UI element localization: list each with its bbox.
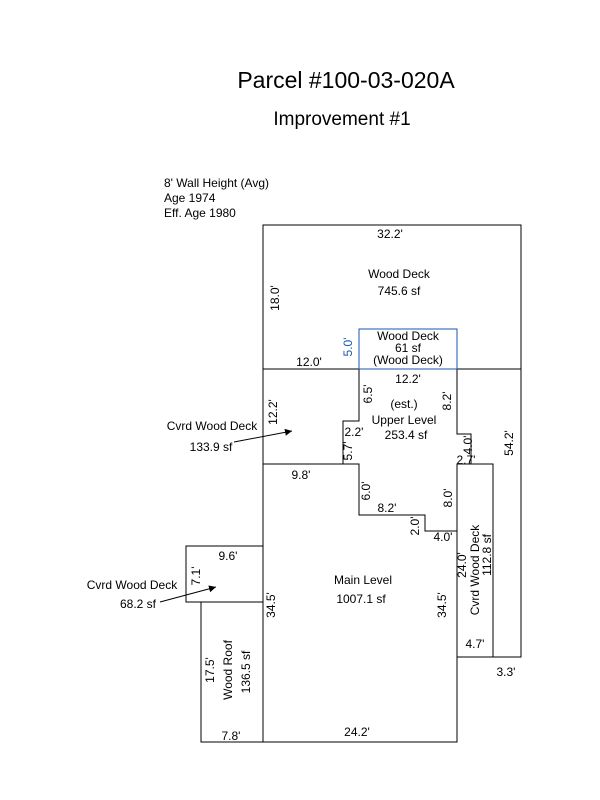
dim-right-notch: 3.3' [497,665,516,679]
wood-roof-label: Wood Roof [221,639,235,699]
dim-upper-left-a: 6.5' [361,385,375,404]
dim-step-e: 4.0' [434,530,453,544]
wood-roof-area: 136.5 sf [239,650,253,693]
upper-level-label: Upper Level [372,413,437,427]
cvrd-deck-upper-label: Cvrd Wood Deck [167,419,258,433]
main-level-label: Main Level [334,573,392,587]
main-level-outline [262,368,472,743]
wall-height-text: 8' Wall Height (Avg) [164,176,269,190]
main-level-area: 1007.1 sf [336,592,386,606]
small-deck-area: 61 sf [395,341,422,355]
dim-step-c: 8.0' [441,489,455,508]
page-subtitle: Improvement #1 [273,109,411,130]
upper-level-step-outline [343,463,457,532]
dim-roof-bottom: 7.8' [222,729,241,743]
cvrd-deck-upper-arrow [233,428,293,443]
cvrd-deck-right-outline [456,463,494,658]
dim-right-outer: 54.2' [502,430,516,456]
property-info: 8' Wall Height (Avg) Age 1974 Eff. Age 1… [164,176,269,221]
dim-cvrd-height: 12.2' [266,399,280,425]
eff-age-text: Eff. Age 1980 [164,206,236,220]
dim-upper-right-b: 4.0' [461,436,475,455]
dim-top: 32.2' [377,227,403,241]
dim-main-top: 9.8' [292,468,311,482]
dim-step-d: 2.0' [408,517,422,536]
dim-roof-side: 17.5' [203,657,217,683]
dim-main-right: 34.5' [435,592,449,618]
dim-step-b: 8.2' [378,501,397,515]
dim-upper-top: 12.2' [395,372,421,386]
dim-right-deck-side: 24.0' [455,552,469,578]
small-deck-note: (Wood Deck) [373,353,443,367]
small-deck-label: Wood Deck [377,329,440,343]
dim-upper-right-c: 2.7' [457,453,476,467]
dim-step-a: 6.0' [359,482,373,501]
cvrd-deck-upper-area: 133.9 sf [190,440,233,454]
upper-level-area: 253.4 sf [385,428,428,442]
dim-deck-height: 18.0' [268,285,282,311]
page-title: Parcel #100-03-020A [237,67,455,93]
dim-left-deck-side: 7.1' [189,567,203,586]
dim-main-bottom: 24.2' [344,725,370,739]
cvrd-deck-left-arrow [159,585,217,603]
dim-ledge: 12.0' [296,355,322,369]
dim-small-deck-height: 5.0' [341,338,355,357]
dim-left-deck-top: 9.6' [219,549,238,563]
age-text: Age 1974 [164,191,216,205]
wood-deck-area: 745.6 sf [378,284,421,298]
right-outer-wall [493,369,522,658]
cvrd-deck-right-label: Cvrd Wood Deck [468,524,482,615]
cvrd-deck-right-area: 112.8 sf [480,533,494,575]
cvrd-deck-left-label: Cvrd Wood Deck [87,578,178,592]
wood-deck-label: Wood Deck [368,267,431,281]
dim-upper-left-c: 5.7' [341,442,355,461]
upper-level-est: (est.) [390,397,417,411]
dim-right-deck-bottom: 4.7' [466,637,485,651]
small-wood-deck-outline [358,328,458,370]
cvrd-deck-left-area: 68.2 sf [120,597,157,611]
dim-upper-right-a: 8.2' [440,392,454,411]
dim-main-left: 34.5' [264,592,278,618]
wood-roof-outline [200,601,264,743]
dim-upper-left-b: 2.2' [345,425,364,439]
